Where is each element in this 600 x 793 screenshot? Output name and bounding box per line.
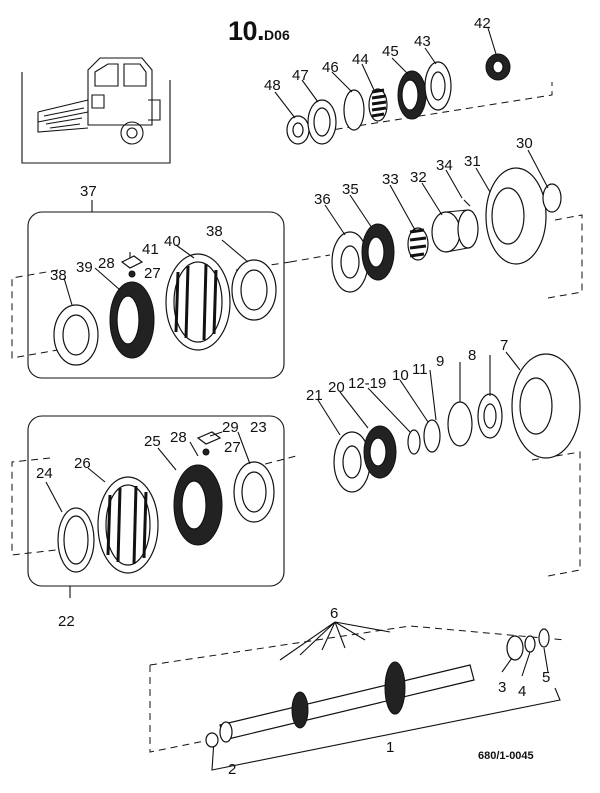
callout-27-upper: 27 bbox=[144, 265, 161, 282]
page-title: 10.D06 bbox=[228, 16, 290, 47]
callout-43: 43 bbox=[414, 33, 431, 50]
callout-12-19: 12-19 bbox=[348, 375, 386, 392]
callout-29: 29 bbox=[222, 419, 239, 436]
callout-30: 30 bbox=[516, 135, 533, 152]
callout-6: 6 bbox=[330, 605, 338, 622]
callout-32: 32 bbox=[410, 169, 427, 186]
callout-2: 2 bbox=[228, 761, 236, 778]
callout-34: 34 bbox=[436, 157, 453, 174]
callout-3: 3 bbox=[498, 679, 506, 696]
drawing-reference: 680/1-0045 bbox=[478, 750, 534, 762]
callout-36: 36 bbox=[314, 191, 331, 208]
callout-11: 11 bbox=[412, 361, 428, 378]
callout-27-lower: 27 bbox=[224, 439, 241, 456]
leader-lines bbox=[45, 27, 549, 677]
section-code: D06 bbox=[264, 27, 290, 43]
callout-31: 31 bbox=[464, 153, 481, 170]
callout-25: 25 bbox=[144, 433, 161, 450]
lower-shaft-parts bbox=[333, 353, 581, 577]
callout-4: 4 bbox=[518, 683, 526, 700]
callout-38-upper-left: 38 bbox=[50, 267, 67, 284]
callout-47: 47 bbox=[292, 67, 309, 84]
callout-10: 10 bbox=[392, 367, 409, 384]
callout-44: 44 bbox=[352, 51, 369, 68]
callout-38-upper-right: 38 bbox=[206, 223, 223, 240]
callout-41: 41 bbox=[142, 241, 159, 258]
callout-35: 35 bbox=[342, 181, 359, 198]
callout-24: 24 bbox=[36, 465, 53, 482]
synchronizer-box-37 bbox=[11, 200, 291, 379]
callout-33: 33 bbox=[382, 171, 399, 188]
callout-1: 1 bbox=[386, 739, 394, 756]
callout-8: 8 bbox=[468, 347, 476, 364]
callout-40: 40 bbox=[164, 233, 181, 250]
callout-7: 7 bbox=[500, 337, 508, 354]
callout-46: 46 bbox=[322, 59, 339, 76]
callout-45: 45 bbox=[382, 43, 399, 60]
callout-26: 26 bbox=[74, 455, 91, 472]
page-number: 10. bbox=[228, 16, 265, 46]
callout-9: 9 bbox=[436, 353, 444, 370]
synchronizer-box-22 bbox=[11, 415, 301, 598]
callout-20: 20 bbox=[328, 379, 345, 396]
callout-48: 48 bbox=[264, 77, 281, 94]
callout-42: 42 bbox=[474, 15, 491, 32]
callout-21: 21 bbox=[306, 387, 323, 404]
callout-22: 22 bbox=[58, 613, 75, 630]
main-shaft bbox=[149, 621, 566, 771]
callout-28-lower: 28 bbox=[170, 429, 187, 446]
callout-39: 39 bbox=[76, 259, 93, 276]
callout-23: 23 bbox=[250, 419, 267, 436]
callout-28-upper: 28 bbox=[98, 255, 115, 272]
truck-thumbnail bbox=[21, 57, 171, 164]
top-shaft-parts bbox=[286, 53, 553, 145]
middle-shaft-parts bbox=[289, 167, 583, 299]
callout-37: 37 bbox=[80, 183, 97, 200]
callout-5: 5 bbox=[542, 669, 550, 686]
callout-labels: 48 47 46 44 45 43 42 37 36 35 33 32 34 3… bbox=[36, 15, 550, 778]
